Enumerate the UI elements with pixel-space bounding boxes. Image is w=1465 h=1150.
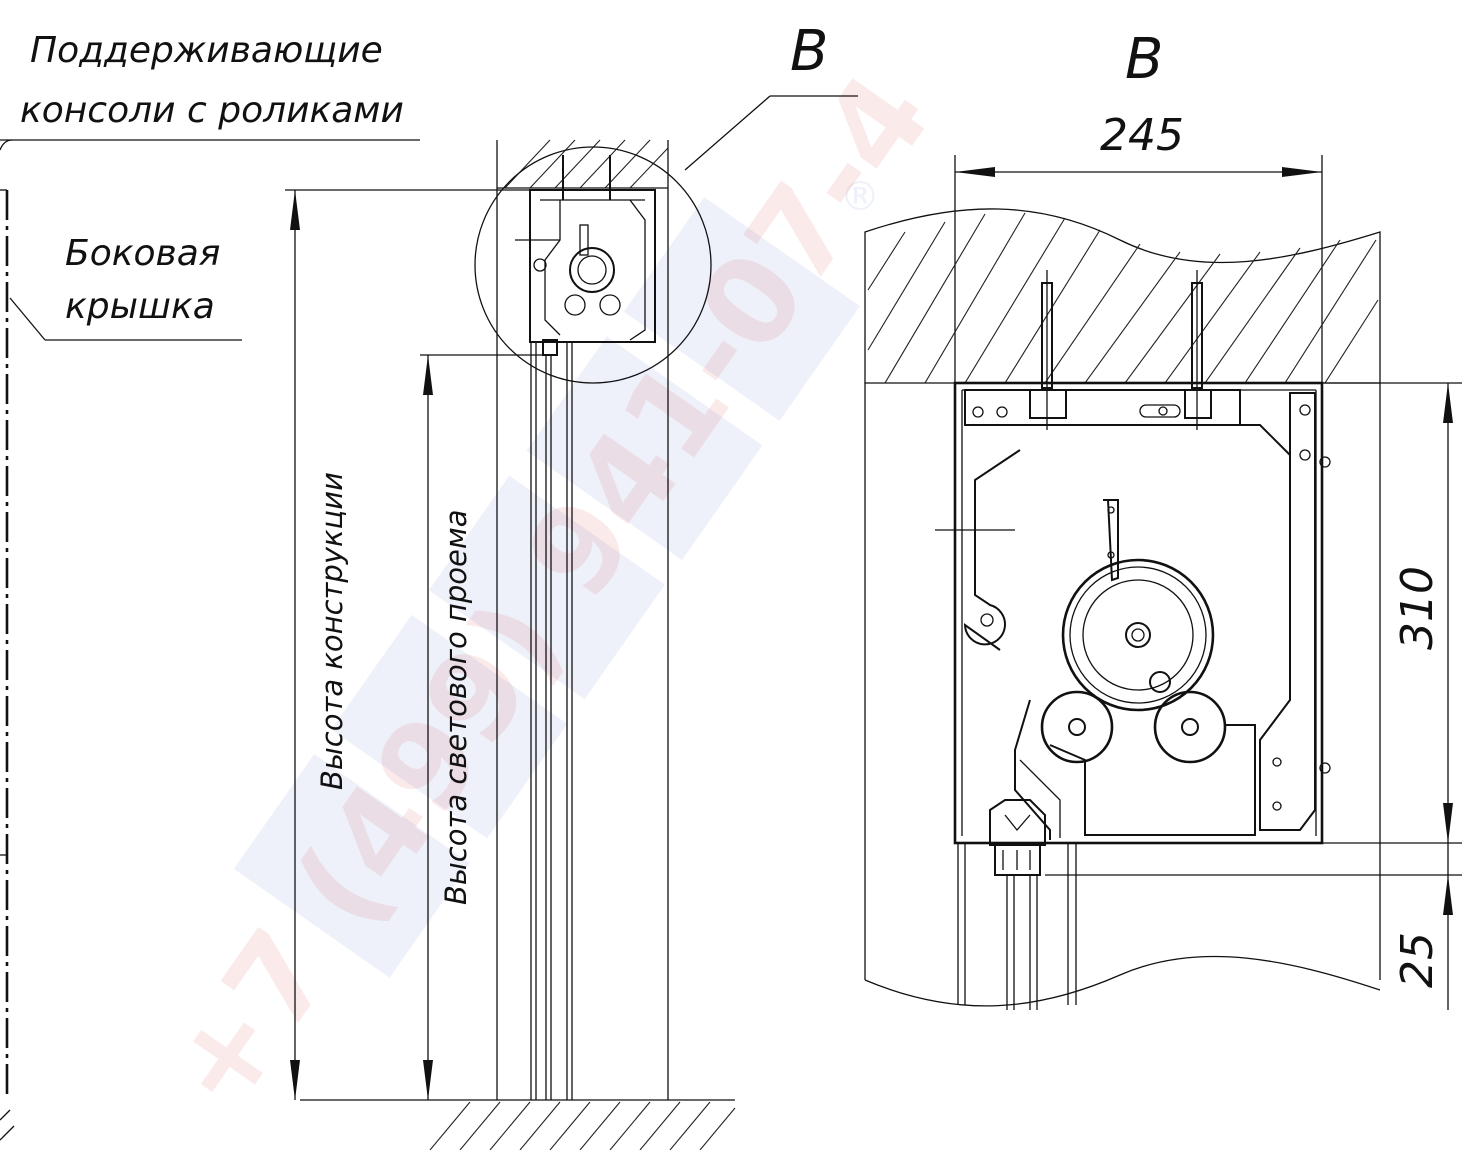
gap-value: 25	[1392, 932, 1443, 988]
box-height-dimension: 310	[1322, 382, 1462, 843]
detail-circle	[474, 146, 712, 384]
side-bracket-right	[1259, 392, 1316, 831]
detail-marker-letter: В	[790, 19, 828, 84]
inner-frame-left	[963, 424, 1291, 651]
wall-bottom-break	[864, 955, 1381, 1007]
side-cover-label-1: Боковая	[65, 233, 220, 274]
watermark-registered: ®	[840, 174, 880, 220]
support-rollers	[1040, 690, 1256, 836]
bottom-clamp	[989, 799, 1046, 876]
side-cover-label-2: крышка	[65, 286, 215, 327]
box-height-value: 310	[1392, 566, 1443, 650]
gap-dimension: 25	[1380, 842, 1462, 1010]
support-consoles-callout: Поддерживающие консоли с роликами	[0, 30, 420, 141]
construction-height-dimension: Высота конструкции	[285, 189, 530, 1100]
support-consoles-label-1: Поддерживающие	[30, 30, 383, 71]
side-cover-edge	[0, 139, 15, 1141]
construction-height-label: Высота конструкции	[315, 472, 349, 790]
roller-drum	[1061, 558, 1215, 712]
light-opening-dimension: Высота светового проема	[420, 354, 545, 1100]
floor-hatch	[429, 1101, 736, 1150]
light-opening-label: Высота светового проема	[439, 509, 473, 905]
watermark-phone: +7 (499) 941-07-4	[140, 51, 958, 1137]
width-value: 245	[1100, 110, 1184, 161]
watermark-logo	[233, 197, 860, 978]
roller-box	[953, 381, 1324, 845]
detail-view: В 245	[864, 27, 1462, 1010]
section-view	[300, 139, 736, 1150]
watermark: +7 (499) 941-07-4 ®	[140, 51, 958, 1137]
support-consoles-label-2: консоли с роликами	[20, 90, 404, 131]
width-dimension: 245	[954, 110, 1323, 385]
mounting-plate	[964, 389, 1241, 426]
detail-title: В	[1125, 27, 1163, 92]
ceiling-hatch	[867, 212, 1379, 384]
side-cover-callout: Боковая крышка	[9, 233, 242, 341]
ceiling-outline	[864, 208, 1381, 384]
detail-marker: В	[684, 19, 858, 171]
anchor-bolts	[1029, 270, 1212, 430]
